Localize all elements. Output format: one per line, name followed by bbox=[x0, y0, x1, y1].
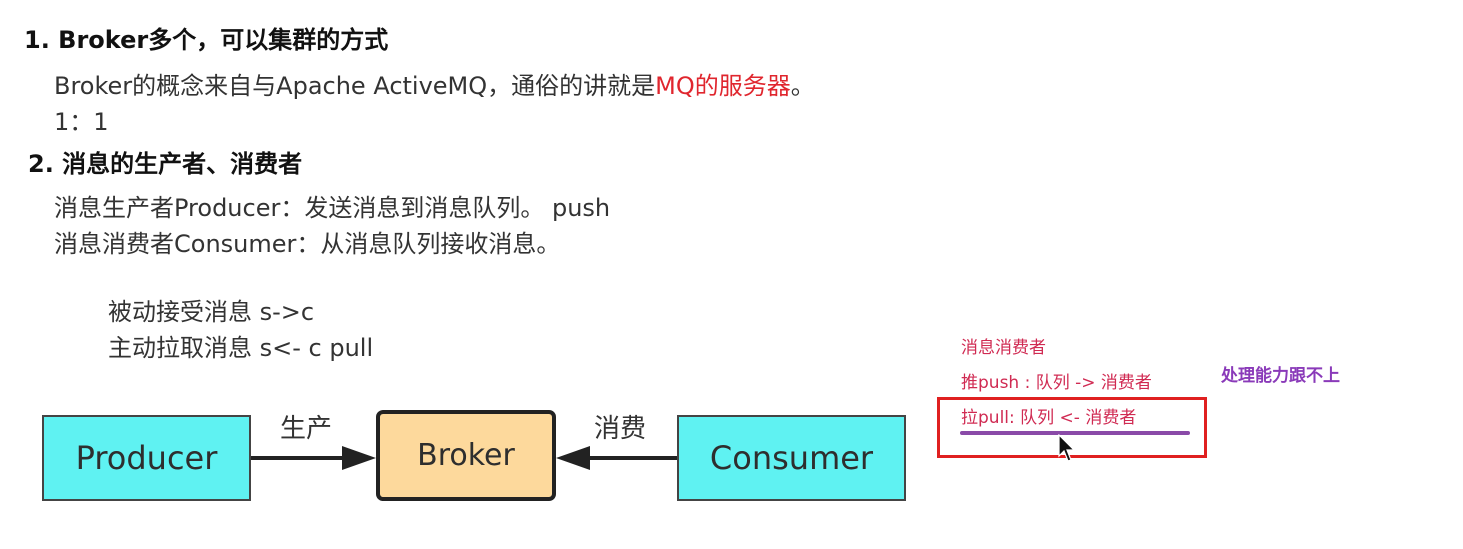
notes-title: 消息消费者 bbox=[961, 338, 1046, 358]
producer-box: Producer bbox=[42, 415, 251, 501]
notes-side-note: 处理能力跟不上 bbox=[1221, 366, 1340, 386]
consumer-box: Consumer bbox=[677, 415, 906, 501]
notes-pull-line: 拉pull: 队列 <- 消费者 bbox=[961, 408, 1137, 428]
broker-desc-highlight: MQ的服务器 bbox=[655, 72, 791, 100]
ratio-text: 1：1 bbox=[54, 108, 109, 136]
broker-desc-prefix: Broker的概念来自与Apache ActiveMQ，通俗的讲就是 bbox=[54, 72, 656, 100]
broker-desc-suffix: 。 bbox=[790, 72, 815, 100]
consume-label: 消费 bbox=[594, 414, 647, 444]
consume-arrowhead bbox=[556, 446, 590, 470]
active-line: 主动拉取消息 s<- c pull bbox=[108, 334, 374, 362]
broker-box: Broker bbox=[376, 410, 556, 501]
cursor-icon bbox=[1058, 434, 1076, 462]
pull-underline bbox=[960, 431, 1190, 435]
section1-title: 1. Broker多个，可以集群的方式 bbox=[24, 26, 389, 54]
consumer-line: 消息消费者Consumer：从消息队列接收消息。 bbox=[54, 230, 561, 258]
produce-label: 生产 bbox=[280, 414, 333, 444]
section1-description: Broker的概念来自与Apache ActiveMQ，通俗的讲就是MQ的服务器… bbox=[54, 66, 815, 101]
producer-line: 消息生产者Producer：发送消息到消息队列。 push bbox=[54, 194, 611, 222]
notes-push-line: 推push : 队列 -> 消费者 bbox=[961, 373, 1152, 393]
section2-title: 2. 消息的生产者、消费者 bbox=[28, 150, 303, 178]
passive-line: 被动接受消息 s->c bbox=[108, 298, 315, 326]
highlight-frame bbox=[937, 397, 1207, 458]
produce-arrowhead bbox=[342, 446, 376, 470]
